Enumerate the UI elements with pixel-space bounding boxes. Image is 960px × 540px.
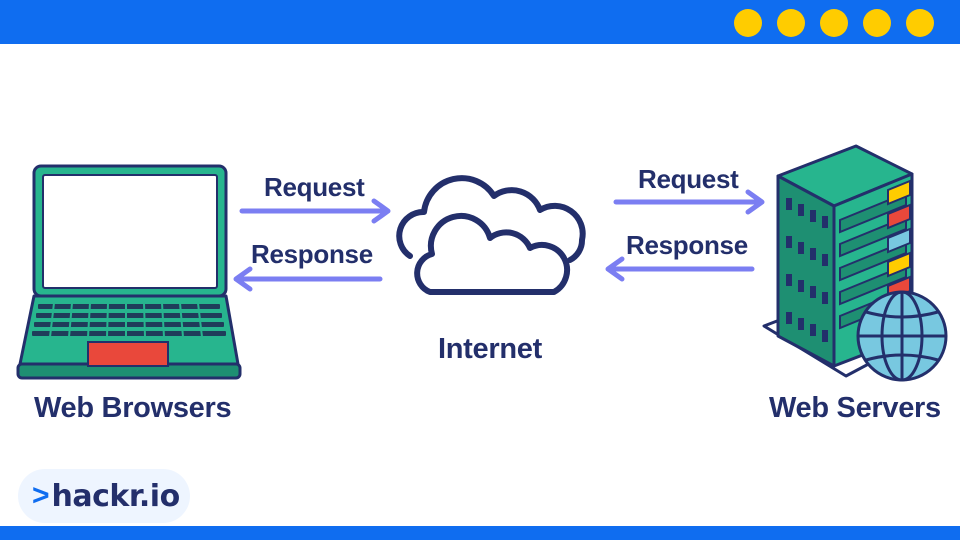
left-response-arrow xyxy=(233,266,383,292)
hackr-logo: > hackr.io xyxy=(18,469,190,523)
dot-1 xyxy=(734,9,762,37)
right-request-arrow xyxy=(613,189,765,215)
brand-chevron: > xyxy=(32,479,50,512)
dot-3 xyxy=(820,9,848,37)
right-response-arrow xyxy=(605,256,755,282)
web-browsers-label: Web Browsers xyxy=(34,392,232,424)
left-response-label: Response xyxy=(251,239,373,269)
right-response-label: Response xyxy=(626,230,748,260)
decorative-dots xyxy=(734,9,934,37)
dot-2 xyxy=(777,9,805,37)
web-servers-label: Web Servers xyxy=(769,392,941,424)
server-globe-icon xyxy=(762,144,948,382)
dot-5 xyxy=(906,9,934,37)
cloud-icon xyxy=(396,175,586,295)
right-request-label: Request xyxy=(638,164,739,194)
bottom-banner xyxy=(0,526,960,540)
laptop-icon xyxy=(16,164,242,380)
left-request-label: Request xyxy=(264,172,365,202)
brand-name: hackr.io xyxy=(51,478,181,514)
left-request-arrow xyxy=(239,198,391,224)
internet-label: Internet xyxy=(438,333,542,365)
dot-4 xyxy=(863,9,891,37)
